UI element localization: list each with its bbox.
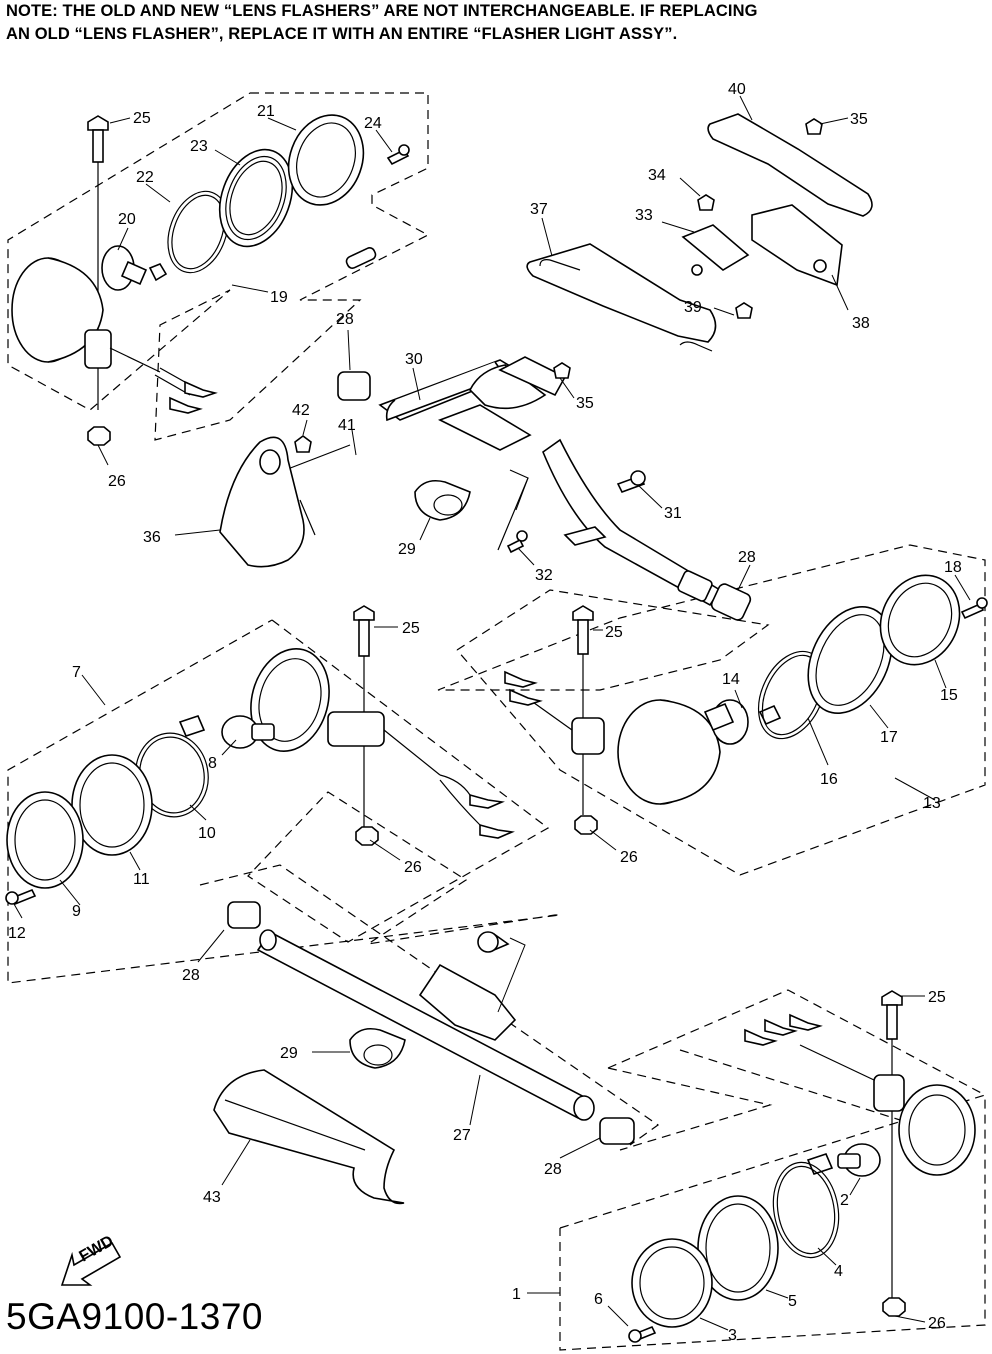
callout-26a: 26: [108, 473, 126, 490]
callout-1: 1: [512, 1286, 521, 1303]
bolt-25-bottom-right: [881, 990, 903, 1300]
flasher-front-left: [5, 648, 515, 906]
front-bar-27: [227, 901, 635, 1145]
callout-35b: 35: [850, 111, 868, 128]
callout-28d: 28: [544, 1161, 562, 1178]
note-line-2: AN OLD “LENS FLASHER”, REPLACE IT WITH A…: [6, 25, 678, 43]
callout-7: 7: [72, 664, 81, 681]
callout-18: 18: [944, 559, 962, 576]
callout-24: 24: [364, 115, 382, 132]
callout-25a: 25: [133, 110, 151, 127]
callout-6: 6: [594, 1291, 603, 1308]
callout-29b: 29: [280, 1045, 298, 1062]
callout-41: 41: [338, 417, 356, 434]
callout-15: 15: [940, 687, 958, 704]
callout-27: 27: [453, 1127, 471, 1144]
callout-36: 36: [143, 529, 161, 546]
nut-26-items: [87, 426, 906, 1317]
callout-8: 8: [208, 755, 217, 772]
callout-28c: 28: [182, 967, 200, 984]
callout-31: 31: [664, 505, 682, 522]
cover-43: [213, 1069, 405, 1205]
callout-34: 34: [648, 167, 666, 184]
callout-43: 43: [203, 1189, 221, 1206]
callout-12: 12: [8, 925, 26, 942]
fwd-arrow-icon: FWD: [60, 1233, 122, 1286]
callout-26d: 26: [928, 1315, 946, 1332]
reflector-36: [219, 436, 316, 568]
callout-29a: 29: [398, 541, 416, 558]
flasher-rear-left: [11, 114, 410, 414]
callout-28b: 28: [738, 549, 756, 566]
callout-25c: 25: [605, 624, 623, 641]
callout-9: 9: [72, 903, 81, 920]
callout-22: 22: [136, 169, 154, 186]
callout-11: 11: [133, 871, 150, 888]
callout-19: 19: [270, 289, 288, 306]
assembly-outlines: [7, 92, 986, 1351]
callout-14: 14: [722, 671, 740, 688]
callout-32: 32: [535, 567, 553, 584]
callout-13: 13: [923, 795, 941, 812]
callout-39: 39: [684, 299, 702, 316]
callout-21: 21: [257, 103, 275, 120]
callout-28a: 28: [336, 311, 354, 328]
callout-33: 33: [635, 207, 653, 224]
callout-30: 30: [405, 351, 423, 368]
note-line-1: NOTE: THE OLD AND NEW “LENS FLASHERS” AR…: [6, 2, 758, 20]
callout-3: 3: [728, 1327, 737, 1344]
callout-4: 4: [834, 1263, 843, 1280]
callout-37: 37: [530, 201, 548, 218]
callout-16: 16: [820, 771, 838, 788]
bolt-25-mid-left: [353, 605, 375, 830]
callout-26c: 26: [404, 859, 422, 876]
callout-40: 40: [728, 81, 746, 98]
license-bracket: [526, 113, 873, 352]
callout-42: 42: [292, 402, 310, 419]
flasher-rear-right: [504, 574, 988, 805]
callout-10: 10: [198, 825, 216, 842]
flasher-front-right: [628, 1013, 976, 1343]
bolt-25-mid-right: [572, 605, 594, 815]
callout-35a: 35: [576, 395, 594, 412]
callout-labels: 25 21 24 23 22 20 19 26 28 30 35 42 41 3…: [8, 81, 962, 1344]
diagram-code: 5GA9100-1370: [6, 1296, 263, 1337]
callout-38: 38: [852, 315, 870, 332]
callout-26b: 26: [620, 849, 638, 866]
callout-25b: 25: [402, 620, 420, 637]
rear-bracket-assy: [279, 247, 752, 621]
callout-25d: 25: [928, 989, 946, 1006]
callout-5: 5: [788, 1293, 797, 1310]
callout-23: 23: [190, 138, 208, 155]
leader-lines: [13, 95, 971, 1331]
callout-2: 2: [840, 1192, 849, 1209]
note-text: NOTE: THE OLD AND NEW “LENS FLASHERS” AR…: [6, 0, 986, 46]
callout-17: 17: [880, 729, 898, 746]
callout-20: 20: [118, 211, 136, 228]
